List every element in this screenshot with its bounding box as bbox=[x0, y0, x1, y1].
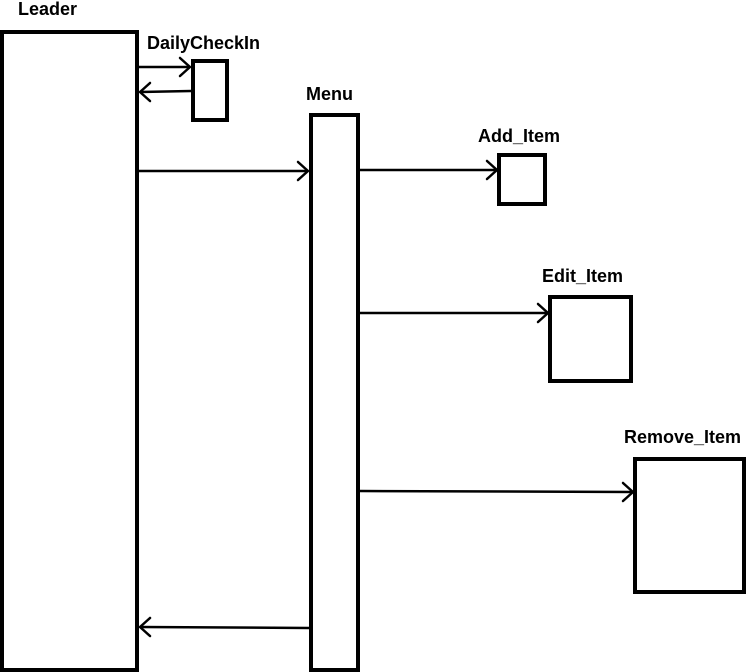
daily-check-in-box bbox=[191, 59, 229, 122]
remove-item-label: Remove_Item bbox=[624, 427, 741, 447]
daily-check-in-to-leader-arrow bbox=[138, 81, 192, 103]
add-item-label: Add_Item bbox=[478, 126, 560, 146]
menu-to-remove-item-arrow bbox=[359, 481, 635, 503]
add-item-box bbox=[497, 153, 547, 206]
edit-item-label: Edit_Item bbox=[542, 266, 623, 286]
leader-to-daily-check-in-arrow bbox=[139, 56, 192, 78]
leader-to-menu-arrow bbox=[139, 160, 310, 182]
menu-to-edit-item-arrow bbox=[360, 302, 550, 324]
remove-item-box bbox=[633, 457, 746, 594]
leader-activation-box bbox=[0, 30, 139, 672]
edit-item-box bbox=[548, 295, 633, 383]
menu-to-add-item-arrow bbox=[360, 159, 499, 181]
daily-check-in-label: DailyCheckIn bbox=[147, 33, 260, 53]
leader-label: Leader bbox=[18, 0, 77, 19]
menu-label: Menu bbox=[306, 84, 353, 104]
menu-to-leader-arrow bbox=[138, 616, 310, 638]
menu-activation-box bbox=[309, 113, 360, 672]
